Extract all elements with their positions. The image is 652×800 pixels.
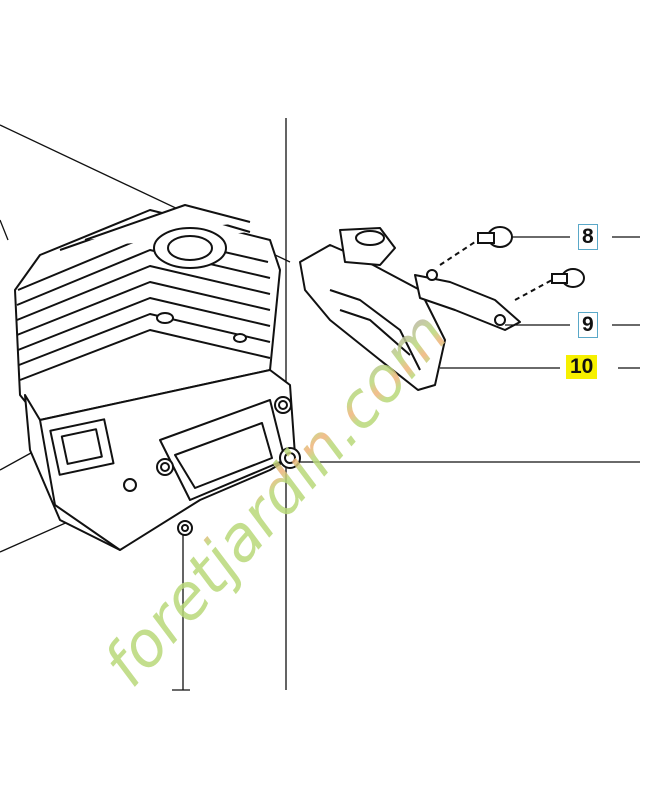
callout-9: 9 — [578, 312, 598, 338]
callout-8: 8 — [578, 224, 598, 250]
part-10-bracket — [299, 227, 521, 391]
callout-10: 10 — [566, 355, 598, 379]
leader-lines — [440, 236, 640, 369]
part-9-screw — [514, 268, 585, 301]
part-8-screw — [439, 226, 513, 266]
cylinder — [14, 204, 301, 551]
